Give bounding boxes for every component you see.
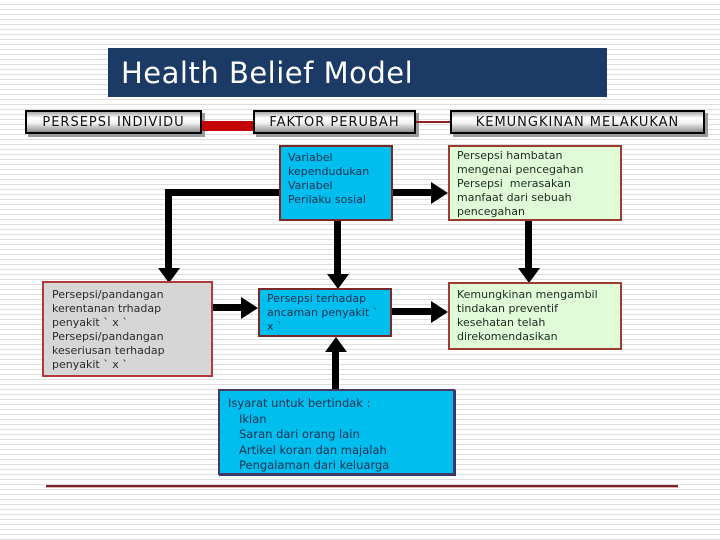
arrowhead-up-icon bbox=[325, 337, 347, 352]
connector-variabel-to-ancaman bbox=[334, 221, 341, 276]
bottom-rule bbox=[46, 485, 678, 488]
box-line: Kemungkinan mengambil bbox=[457, 288, 598, 301]
slide-title: Health Belief Model bbox=[121, 55, 414, 90]
column-header-persepsi-individu: PERSEPSI INDIVIDU bbox=[25, 110, 202, 134]
box-line: kesehatan telah bbox=[457, 316, 546, 329]
box-line: Persepsi/pandangan bbox=[52, 288, 164, 301]
arrowhead-right-icon bbox=[241, 297, 258, 319]
box-line: keseriusan terhadap bbox=[52, 344, 165, 357]
box-kemungkinan-tindakan: Kemungkinan mengambil tindakan preventif… bbox=[448, 282, 622, 350]
box-line: Variabel bbox=[288, 151, 333, 164]
column-header-faktor-perubah: FAKTOR PERUBAH bbox=[253, 110, 416, 134]
arrowhead-right-icon bbox=[431, 301, 448, 323]
box-line: Persepsi hambatan bbox=[457, 149, 563, 162]
thin-connector-line bbox=[416, 121, 450, 123]
box-line: pencegahan bbox=[457, 205, 525, 218]
arrowhead-down-icon bbox=[158, 268, 180, 283]
column-header-label: FAKTOR PERUBAH bbox=[269, 114, 400, 130]
connector-ancaman-to-kemungkinan bbox=[392, 308, 432, 315]
box-variabel-kependudukan: Variabel kependudukan Variabel Perilaku … bbox=[279, 145, 393, 221]
box-isyarat-untuk-bertindak: Isyarat untuk bertindak : Iklan Saran da… bbox=[218, 389, 455, 475]
box-line: Pengalaman dari keluarga bbox=[239, 458, 390, 472]
box-line: Persepsi merasakan bbox=[457, 177, 571, 190]
box-line: Saran dari orang lain bbox=[239, 427, 360, 441]
box-persepsi-pandangan: Persepsi/pandangan kerentanan trhadap pe… bbox=[42, 281, 213, 377]
box-line: Persepsi/pandangan bbox=[52, 330, 164, 343]
connector-isyarat-to-ancaman bbox=[332, 351, 339, 390]
box-line: Variabel bbox=[288, 179, 333, 192]
box-persepsi-ancaman: Persepsi terhadap ancaman penyakit ` x ` bbox=[258, 288, 392, 337]
connector-hambatan-to-kemungkinan bbox=[525, 221, 532, 270]
box-line: tindakan preventif bbox=[457, 302, 558, 315]
connector-variabel-to-pandangan-vertical bbox=[165, 189, 172, 270]
box-line: kependudukan bbox=[288, 165, 370, 178]
box-line: Perilaku sosial bbox=[288, 193, 366, 206]
box-line: Persepsi terhadap bbox=[267, 292, 367, 305]
column-header-label: KEMUNGKINAN MELAKUKAN bbox=[475, 114, 680, 130]
box-line: manfaat dari sebuah bbox=[457, 191, 572, 204]
box-line: ancaman penyakit ` bbox=[267, 306, 379, 319]
connector-variabel-to-pandangan bbox=[169, 189, 279, 196]
box-line: direkomendasikan bbox=[457, 330, 558, 343]
box-persepsi-hambatan: Persepsi hambatan mengenai pencegahan Pe… bbox=[448, 145, 622, 221]
column-header-label: PERSEPSI INDIVIDU bbox=[42, 114, 185, 130]
box-line: Iklan bbox=[239, 411, 267, 426]
box-line: kerentanan trhadap bbox=[52, 302, 162, 315]
arrowhead-down-icon bbox=[518, 268, 540, 283]
box-line: mengenai pencegahan bbox=[457, 163, 584, 176]
connector-variabel-to-hambatan bbox=[393, 189, 432, 196]
arrowhead-right-icon bbox=[431, 182, 448, 204]
red-connector-bar bbox=[202, 121, 253, 131]
box-line: penyakit ` x ` bbox=[52, 316, 128, 329]
connector-pandangan-to-ancaman bbox=[213, 304, 241, 311]
title-bar: Health Belief Model bbox=[108, 48, 607, 97]
box-line: x ` bbox=[267, 320, 283, 333]
box-line: penyakit ` x ` bbox=[52, 358, 128, 371]
arrowhead-down-icon bbox=[327, 274, 349, 289]
box-heading: Isyarat untuk bertindak : bbox=[228, 396, 371, 410]
box-line: Artikel koran dan majalah bbox=[239, 442, 387, 457]
column-header-kemungkinan-melakukan: KEMUNGKINAN MELAKUKAN bbox=[450, 110, 705, 134]
